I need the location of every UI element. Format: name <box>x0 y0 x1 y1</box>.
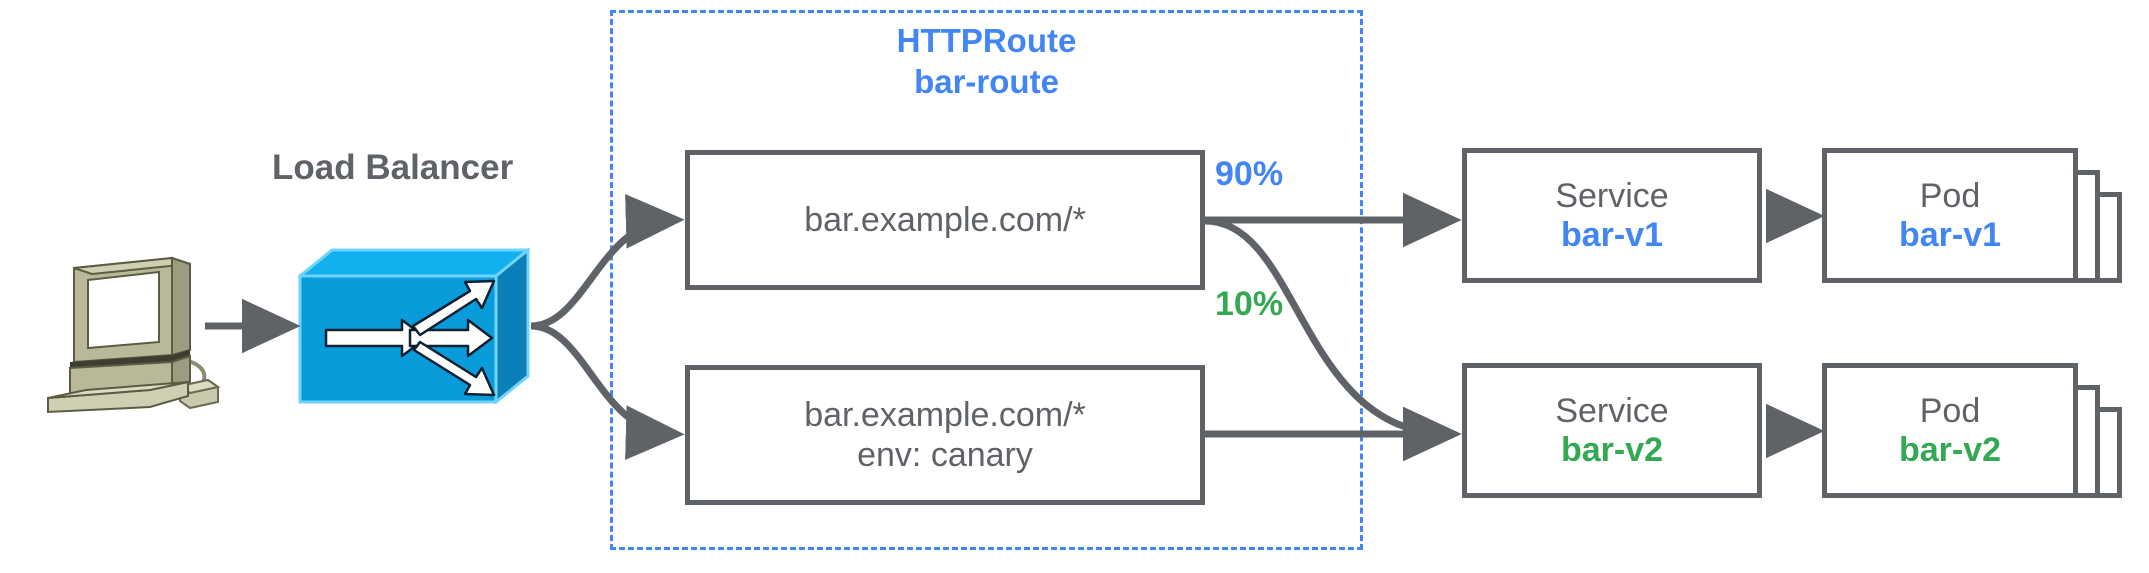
service-name-label-v2: bar-v2 <box>1560 430 1664 469</box>
pod-stack-bar-v1: Pod bar-v1 <box>1822 148 2122 283</box>
pod-stack-bar-v2: Pod bar-v2 <box>1822 363 2122 498</box>
route-rule-header-canary: env: canary <box>857 436 1033 474</box>
service-box-bar-v1: Service bar-v1 <box>1462 148 1762 283</box>
weight-label-10: 10% <box>1215 285 1284 323</box>
route-rule-match-primary: bar.example.com/* <box>804 200 1086 239</box>
pod-kind-label-v2: Pod <box>1919 391 1981 430</box>
service-name-label-v1: bar-v1 <box>1560 215 1664 254</box>
client-computer-icon <box>40 250 220 415</box>
httproute-kind-label: HTTPRoute <box>896 22 1077 59</box>
route-rule-box-primary: bar.example.com/* <box>685 150 1205 290</box>
httproute-name-label: bar-route <box>914 63 1059 101</box>
load-balancer-label: Load Balancer <box>272 148 514 187</box>
service-kind-label-v2: Service <box>1555 391 1669 430</box>
pod-name-label-v1: bar-v1 <box>1898 215 2002 254</box>
weight-label-90: 90% <box>1215 155 1284 193</box>
route-rule-match-canary: bar.example.com/* <box>804 395 1086 434</box>
service-box-bar-v2: Service bar-v2 <box>1462 363 1762 498</box>
route-rule-box-canary: bar.example.com/* env: canary <box>685 365 1205 505</box>
httproute-title: HTTPRoute bar-route <box>610 20 1363 103</box>
pod-box-bar-v2: Pod bar-v2 <box>1822 363 2078 498</box>
pod-name-label-v2: bar-v2 <box>1898 430 2002 469</box>
pod-kind-label-v1: Pod <box>1919 176 1981 215</box>
pod-box-bar-v1: Pod bar-v1 <box>1822 148 2078 283</box>
load-balancer-icon <box>298 248 530 404</box>
service-kind-label-v1: Service <box>1555 176 1669 215</box>
